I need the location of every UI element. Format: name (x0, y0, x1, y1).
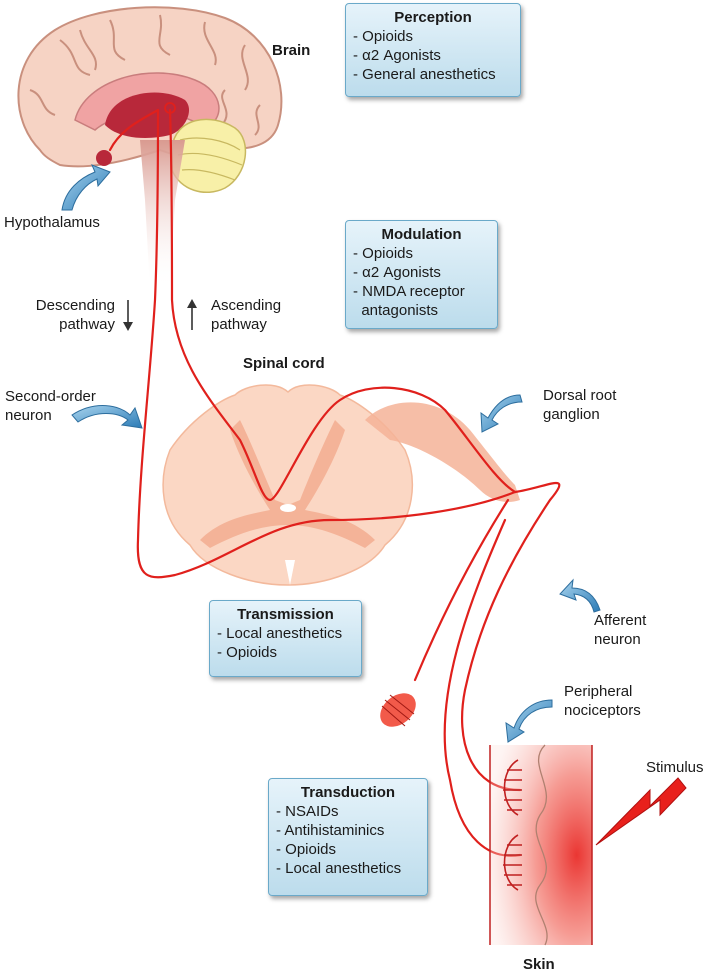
peripheral-line1: Peripheral (564, 683, 633, 700)
pointer-arrows (61, 164, 601, 743)
dorsal-root-ganglion-label: Dorsal root ganglion (543, 386, 616, 424)
second-order-line1: Second-order (5, 388, 96, 405)
modulation-title: Modulation (381, 226, 462, 243)
ascending-pathway-line (168, 108, 517, 502)
transduction-item: - Opioids (276, 841, 337, 858)
brainstem (140, 140, 185, 290)
transmission-item: - Opioids (217, 644, 278, 661)
descending-pathway-label: Descending pathway (27, 296, 115, 334)
stimulus-label: Stimulus (646, 759, 704, 776)
brain-illustration (17, 6, 283, 290)
nociceptor-bulb (380, 693, 416, 727)
brain-gyri (29, 14, 261, 136)
descending-pathway-line (136, 108, 517, 579)
transmission-title: Transmission (237, 606, 334, 623)
cerebellum (171, 118, 247, 193)
spinal-cord-label: Spinal cord (243, 355, 325, 372)
central-canal (280, 504, 296, 512)
ascending-label-line2: pathway (211, 316, 267, 333)
pathway-arrows (123, 299, 197, 331)
transduction-item: - NSAIDs (276, 803, 339, 820)
nerve-endings (503, 759, 522, 891)
transmission-box: Transmission - Local anesthetics - Opioi… (209, 600, 362, 677)
second-order-neuron-label: Second-order neuron (5, 387, 96, 425)
ascending-pathway-label: Ascending pathway (211, 296, 281, 334)
second-order-line2: neuron (5, 407, 52, 424)
modulation-item: - α2 Agonists (353, 264, 441, 281)
descending-label-line1: Descending (35, 297, 115, 314)
perception-item: - General anesthetics (353, 66, 496, 83)
modulation-item: - Opioids (353, 245, 414, 262)
modulation-item: - NMDA receptor (353, 283, 465, 300)
spinal-cord-section (162, 384, 520, 586)
perception-title: Perception (394, 9, 472, 26)
peripheral-arrow-icon (505, 699, 553, 743)
hypothalamus-label: Hypothalamus (4, 214, 100, 231)
skin-section (489, 744, 687, 946)
afferent-line2: neuron (594, 631, 641, 648)
modulation-item: antagonists (353, 302, 439, 319)
dorsal-root-ganglion (365, 402, 520, 502)
descending-label-line2: pathway (59, 316, 115, 333)
ascending-label-line1: Ascending (211, 297, 282, 314)
nerve-pathways (108, 102, 561, 857)
transduction-box: Transduction - NSAIDs - Antihistaminics … (268, 778, 428, 896)
modulation-box: Modulation - Opioids - α2 Agonists - NMD… (345, 220, 498, 329)
second-order-arrow-icon (71, 405, 143, 429)
perception-item: - Opioids (353, 28, 414, 45)
skin-label: Skin (523, 956, 555, 973)
dorsal-root-line2: ganglion (543, 406, 600, 423)
afferent-line1: Afferent (594, 612, 647, 629)
transduction-title: Transduction (300, 784, 396, 801)
dorsal-root-arrow-icon (480, 394, 523, 433)
hypothalamus-node (96, 150, 112, 166)
transmission-item: - Local anesthetics (217, 625, 343, 642)
peripheral-line2: nociceptors (564, 702, 641, 719)
brain-label: Brain (272, 42, 311, 59)
perception-box: Perception - Opioids - α2 Agonists - Gen… (345, 3, 521, 97)
perception-item: - α2 Agonists (353, 47, 441, 64)
afferent-arrow-icon (559, 578, 601, 613)
afferent-neuron-label: Afferent neuron (594, 611, 646, 649)
afferent-neuron-line (461, 481, 561, 792)
afferent-branch-line (443, 518, 522, 857)
hypothalamus-arrow-icon (61, 164, 111, 211)
efferent-loop-line (413, 498, 510, 682)
peripheral-nociceptors-label: Peripheral nociceptors (564, 682, 641, 720)
gray-matter (200, 420, 375, 548)
transduction-item: - Antihistaminics (276, 822, 385, 839)
stimulus-bolt (595, 777, 687, 846)
dorsal-root-line1: Dorsal root (543, 387, 617, 404)
transduction-item: - Local anesthetics (276, 860, 402, 877)
